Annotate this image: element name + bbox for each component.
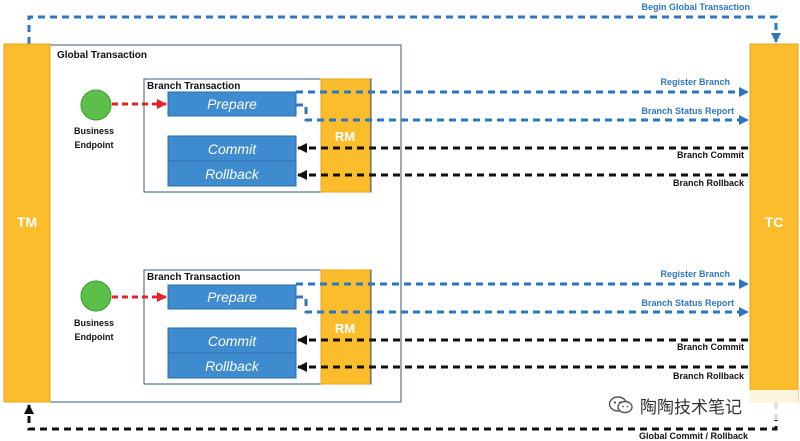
rm-box bbox=[320, 78, 371, 193]
rollback-box bbox=[167, 160, 297, 187]
register-branch-label: Register Branch bbox=[660, 269, 730, 279]
branch-commit-label: Branch Commit bbox=[677, 150, 744, 160]
commit-box bbox=[167, 135, 297, 162]
begin-global-transaction-label: Begin Global Transaction bbox=[641, 2, 750, 12]
rollback-label: Rollback bbox=[205, 166, 260, 182]
global-transaction-label: Global Transaction bbox=[57, 50, 147, 61]
business-endpoint-label-line2: Endpoint bbox=[75, 332, 114, 342]
branch-transaction-2: Branch Transaction Business Endpoint Pre… bbox=[74, 269, 749, 385]
business-endpoint-label-line2: Endpoint bbox=[75, 140, 114, 150]
tc-label: TC bbox=[765, 214, 784, 230]
branch-status-report-label: Branch Status Report bbox=[641, 106, 734, 116]
commit-label: Commit bbox=[208, 333, 257, 349]
business-endpoint-label-line1: Business bbox=[74, 318, 114, 328]
begin-global-transaction-arrow bbox=[27, 15, 781, 44]
branch-rollback-label: Branch Rollback bbox=[673, 178, 745, 188]
tm-label: TM bbox=[17, 214, 37, 230]
branch-status-report-arrow bbox=[296, 295, 749, 317]
branch-status-report-arrow bbox=[296, 103, 749, 125]
commit-box bbox=[167, 327, 297, 354]
prepare-label: Prepare bbox=[207, 96, 257, 112]
branch-status-report-label: Branch Status Report bbox=[641, 298, 734, 308]
branch-transaction-1: Branch Transaction Business Endpoint Pre… bbox=[74, 77, 749, 193]
commit-label: Commit bbox=[208, 141, 257, 157]
rollback-box bbox=[167, 352, 297, 379]
prepare-box bbox=[167, 91, 297, 117]
rollback-label: Rollback bbox=[205, 358, 260, 374]
branch-transaction-label: Branch Transaction bbox=[147, 272, 240, 283]
branch-commit-label: Branch Commit bbox=[677, 342, 744, 352]
prepare-label: Prepare bbox=[207, 289, 257, 305]
tm-box bbox=[3, 43, 51, 403]
branch-rollback-label: Branch Rollback bbox=[673, 371, 745, 381]
wechat-icon bbox=[608, 396, 633, 414]
watermark: 陶陶技术笔记 bbox=[608, 390, 798, 420]
business-endpoint-icon bbox=[80, 89, 112, 121]
business-endpoint-icon bbox=[80, 280, 112, 312]
rm-label: RM bbox=[335, 321, 355, 336]
rm-label: RM bbox=[335, 129, 355, 144]
global-commit-rollback-label: Global Commit / Rollback bbox=[639, 431, 749, 441]
rm-box bbox=[320, 269, 371, 385]
business-endpoint-label-line1: Business bbox=[74, 126, 114, 136]
watermark-text: 陶陶技术笔记 bbox=[640, 397, 742, 418]
branch-transaction-label: Branch Transaction bbox=[147, 81, 240, 92]
register-branch-label: Register Branch bbox=[660, 77, 730, 87]
